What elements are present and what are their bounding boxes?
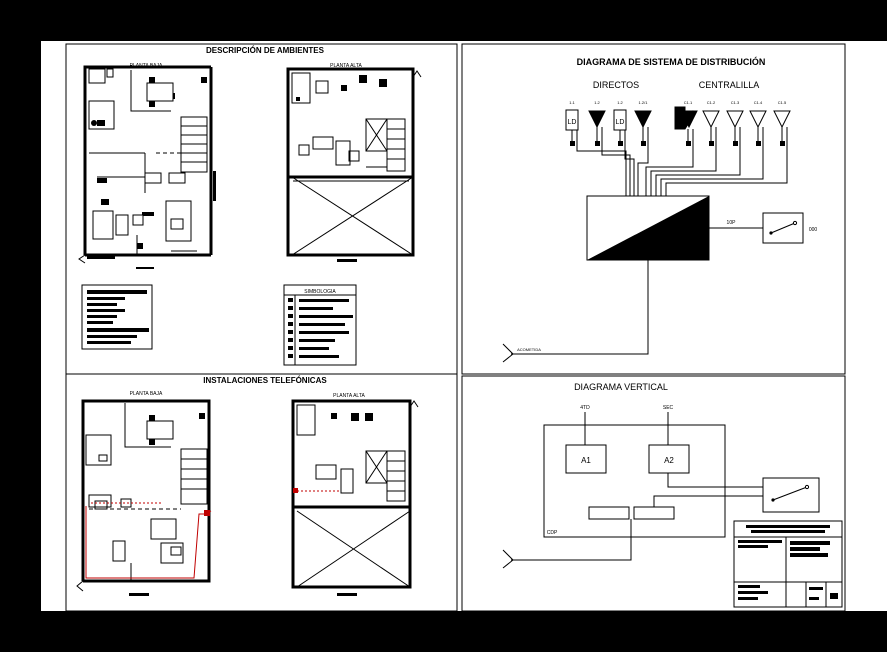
- vertical-diagram: DIAGRAMA VERTICAL CDP 4TD SEC A1 A2: [502, 382, 820, 569]
- box-a1-label: A1: [581, 456, 591, 465]
- terminal-label-5: C1.1: [684, 100, 693, 105]
- vertical-enclosure: [543, 424, 726, 538]
- vertical-title: DIAGRAMA VERTICAL: [574, 382, 668, 392]
- drawing-sheet: DESCRIPCIÓN DE AMBIENTES INSTALACIONES T…: [41, 41, 887, 611]
- vertical-right-label: SEC: [663, 405, 674, 411]
- telefonicas-planta-baja-label: PLANTA BAJA: [130, 391, 163, 397]
- terminal-5-outlet-icon: [702, 110, 720, 129]
- box-a2-label: A2: [664, 456, 674, 465]
- cad-drawing: DESCRIPCIÓN DE AMBIENTES INSTALACIONES T…: [65, 43, 846, 611]
- box-a1: [565, 444, 607, 474]
- cable-label: 10P: [727, 220, 737, 226]
- panel-distribucion-frame: [461, 43, 846, 375]
- terminal-6-outlet-icon: [726, 110, 744, 129]
- terminal-2-outlet-icon: [588, 110, 606, 129]
- svg-text:LD: LD: [616, 119, 625, 126]
- terminal-label-3: 1.2: [617, 100, 623, 105]
- ambientes-planta-baja: PLANTA BAJA: [78, 63, 216, 269]
- title-block: [733, 520, 843, 608]
- panel-telefonicas-frame: [65, 373, 458, 611]
- terminal-7-outlet-icon: [749, 110, 767, 129]
- ambientes-legend: [81, 284, 153, 350]
- vertical-connection-box: [762, 477, 820, 513]
- terminal-label-8: C1.4: [754, 100, 763, 105]
- ambientes-planta-alta-label: PLANTA ALTA: [330, 63, 362, 69]
- telefonicas-planta-baja: PLANTA BAJA: [76, 391, 212, 596]
- distribucion-diagram: DIAGRAMA DE SISTEMA DE DISTRIBUCIÓN DIRE…: [502, 56, 818, 363]
- telefonicas-title: INSTALACIONES TELEFÓNICAS: [203, 376, 327, 385]
- simbologia-legend: SIMBOLOGIA: [283, 284, 357, 366]
- telefonicas-planta-alta: PLANTA ALTA: [291, 393, 419, 596]
- terminal-label-2: 1.2: [594, 100, 600, 105]
- ambientes-planta-alta: PLANTA ALTA: [286, 63, 422, 262]
- splitter-left: [588, 506, 630, 520]
- simbologia-title: SIMBOLOGIA: [304, 289, 336, 295]
- vertical-left-label: 4TD: [580, 405, 590, 411]
- telefonicas-planta-alta-label: PLANTA ALTA: [333, 393, 365, 399]
- group-directos-label: DIRECTOS: [593, 80, 639, 90]
- terminal-4-outlet-icon: [634, 110, 652, 129]
- splitter-right: [633, 506, 675, 520]
- terminal-label-1: 1.1: [569, 100, 575, 105]
- svg-text:LD: LD: [568, 119, 577, 126]
- terminal-8-outlet-icon: [773, 110, 791, 129]
- terminal-label-4: 1.2/1: [639, 100, 649, 105]
- terminal-label-7: C1.3: [731, 100, 740, 105]
- panel-frames: [65, 43, 846, 611]
- terminal-label-6: C1.2: [707, 100, 716, 105]
- distribucion-title: DIAGRAMA DE SISTEMA DE DISTRIBUCIÓN: [577, 56, 766, 67]
- ambientes-title: DESCRIPCIÓN DE AMBIENTES: [206, 46, 325, 55]
- panel-vertical-frame: [461, 375, 846, 611]
- acometida-label: ACOMETIDA: [517, 347, 541, 352]
- terminal-label-9: C1.5: [778, 100, 787, 105]
- box-a2: [648, 444, 690, 474]
- group-centralilla-label: CENTRALILLA: [699, 80, 760, 90]
- connection-box-label: 000: [809, 227, 818, 233]
- enclosure-label: CDP: [547, 530, 558, 536]
